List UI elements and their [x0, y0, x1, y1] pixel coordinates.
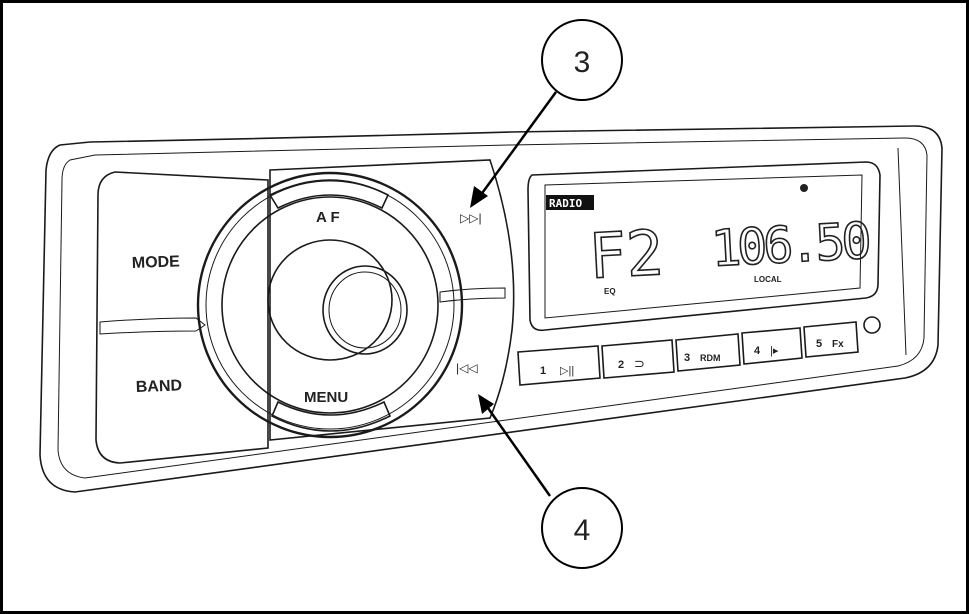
volume-knob-top	[322, 265, 408, 355]
display-source-badge	[546, 195, 594, 210]
preset-5-icon: Fx	[832, 339, 844, 350]
display-bezel	[527, 161, 881, 332]
preset-button-1[interactable]	[517, 345, 601, 386]
menu-arc	[270, 400, 392, 432]
display-source-label: RADIO	[549, 197, 582, 210]
callout-circle-3	[541, 19, 623, 101]
callout-circle-4	[541, 487, 623, 569]
left-face-plate	[95, 171, 269, 464]
af-button[interactable]: A F	[316, 209, 340, 226]
preset-2-icon: ⊃	[634, 356, 645, 371]
right-rail	[439, 287, 506, 303]
radio-housing	[39, 125, 943, 493]
band-button[interactable]: BAND	[136, 377, 183, 396]
callout-label-3: 3	[574, 46, 591, 79]
aux-jack[interactable]	[863, 316, 881, 334]
callout-arrow-3	[478, 91, 558, 197]
preset-1-number: 1	[540, 365, 546, 377]
preset-button-4[interactable]	[741, 327, 803, 365]
display-band: F2	[587, 216, 665, 293]
preset-4-icon: |▸	[770, 345, 779, 357]
preset-4-number: 4	[754, 345, 761, 357]
right-end-panel	[897, 147, 907, 356]
dial-inner-ring	[205, 180, 455, 430]
display-eq-indicator: EQ	[604, 287, 616, 296]
radio-housing-inner	[57, 137, 928, 479]
mode-band-divider	[99, 317, 206, 335]
preset-3-number: 3	[684, 352, 690, 364]
menu-button[interactable]: MENU	[304, 389, 348, 406]
callout-arrowhead-4	[478, 394, 494, 414]
preset-3-icon: RDM	[700, 353, 721, 363]
display-screen	[544, 174, 863, 319]
callout-arrow-4	[486, 407, 552, 497]
preset-2-number: 2	[618, 359, 624, 371]
preset-button-2[interactable]	[601, 339, 675, 379]
next-track-button[interactable]: ▷▷|	[460, 211, 482, 225]
control-panel-outline	[269, 159, 515, 441]
display-indicator-dot	[800, 184, 808, 192]
display-frequency: 106.50	[710, 212, 870, 278]
callout-arrowhead-3	[470, 186, 488, 208]
volume-knob-rim	[328, 271, 402, 349]
preset-row	[517, 321, 859, 386]
volume-knob-base	[267, 239, 393, 361]
preset-1-icon: ▷||	[560, 365, 574, 377]
callout-label-4: 4	[574, 514, 591, 547]
preset-button-5[interactable]	[803, 321, 859, 358]
preset-button-3[interactable]	[675, 333, 741, 372]
dial-face	[221, 196, 439, 414]
af-arc	[268, 179, 390, 210]
preset-5-number: 5	[816, 338, 822, 350]
dial-outer-ring	[196, 171, 464, 439]
mode-button[interactable]: MODE	[132, 253, 181, 272]
display-local-indicator: LOCAL	[754, 275, 782, 284]
prev-track-button[interactable]: |◁◁	[456, 361, 478, 375]
